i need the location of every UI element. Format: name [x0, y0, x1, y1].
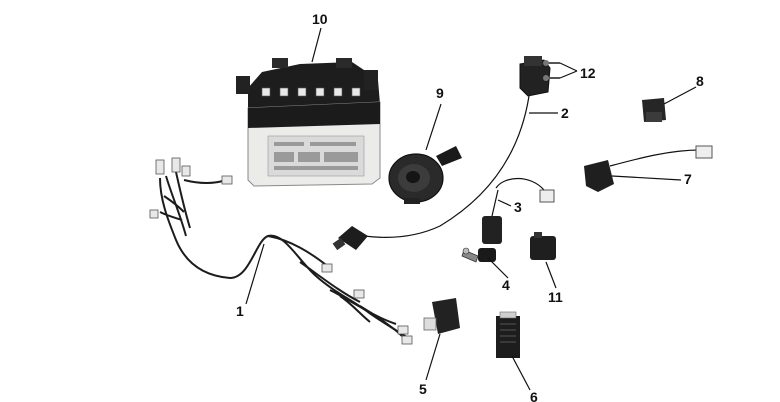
callout-labels: 1 2 3 4 5 6 7 8 9 10 11 12 — [236, 11, 704, 402]
starter-switch — [423, 298, 460, 334]
key — [461, 247, 479, 263]
screws — [543, 60, 560, 81]
callout-10: 10 — [312, 11, 328, 27]
callout-8: 8 — [696, 73, 704, 89]
callout-1: 1 — [236, 303, 244, 319]
spark-plug-cap — [332, 226, 368, 251]
ignition-coil — [363, 56, 551, 239]
callout-5: 5 — [419, 381, 427, 397]
flasher-relay — [642, 98, 666, 122]
relay — [530, 232, 556, 260]
battery — [236, 58, 381, 187]
callout-12: 12 — [580, 65, 596, 81]
harness-connectors — [149, 157, 413, 345]
callout-9: 9 — [436, 85, 444, 101]
callout-7: 7 — [684, 171, 692, 187]
callout-3: 3 — [514, 199, 522, 215]
callout-11: 11 — [548, 289, 563, 305]
ignition-switch — [478, 177, 555, 262]
leader-lines — [245, 27, 697, 391]
wiring-harness — [159, 171, 409, 339]
rectifier — [496, 311, 520, 358]
handlebar-switch — [584, 145, 713, 192]
horn — [388, 146, 462, 204]
callout-4: 4 — [502, 277, 510, 293]
callout-2: 2 — [561, 105, 569, 121]
callout-6: 6 — [530, 389, 538, 402]
